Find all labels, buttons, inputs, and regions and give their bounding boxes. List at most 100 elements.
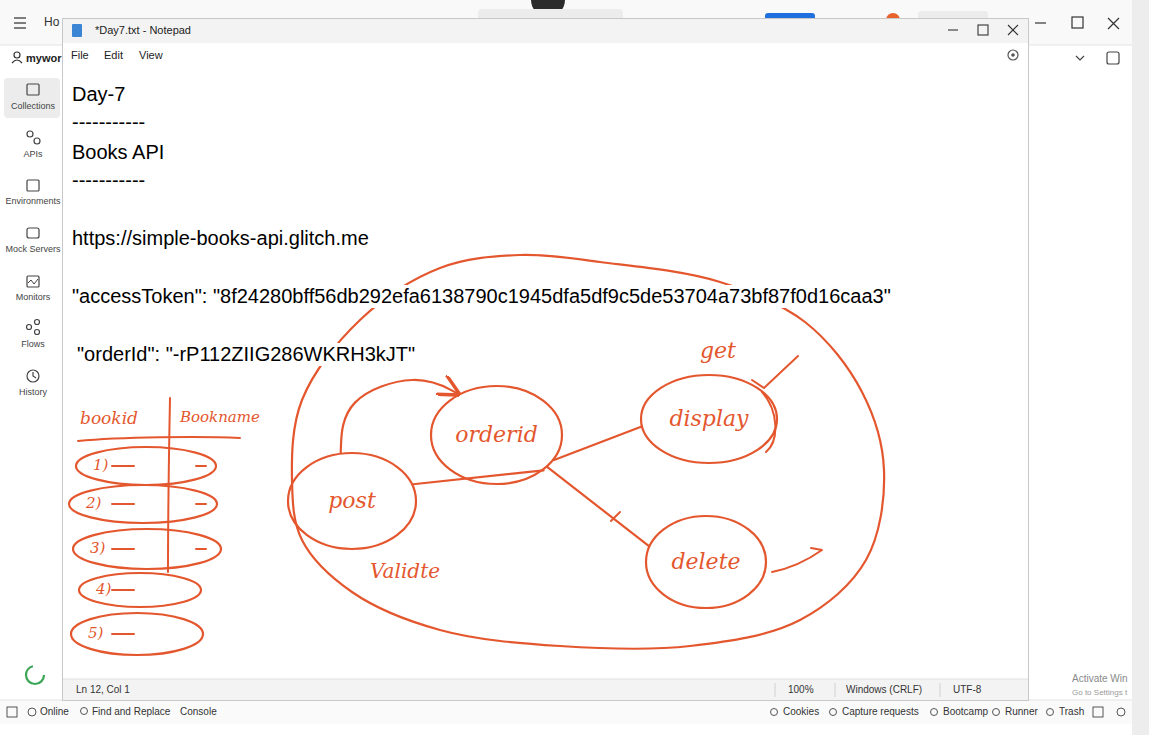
table-rule bbox=[78, 437, 240, 441]
cookies-icon bbox=[771, 709, 778, 716]
flows-icon bbox=[35, 320, 40, 325]
table-row-oval: 1) bbox=[75, 446, 217, 486]
process-region: Validte post orderid get display delete bbox=[290, 250, 885, 648]
menu-item: View bbox=[139, 49, 163, 62]
oval-outline bbox=[73, 529, 221, 569]
note-line: https://simple-books-api.glitch.me bbox=[72, 227, 369, 250]
status-text: 100% bbox=[788, 684, 814, 696]
flow-connector bbox=[341, 380, 459, 453]
capture-icon bbox=[830, 709, 837, 716]
sidebar-label: Environments bbox=[5, 196, 60, 206]
settings-gear bbox=[1011, 53, 1015, 57]
note-line: ----------- bbox=[72, 169, 145, 192]
sidebar-label: Collections bbox=[11, 101, 55, 111]
sidebar-label: APIs bbox=[23, 149, 42, 159]
handwritten-header: bookid bbox=[80, 409, 138, 429]
region-outline bbox=[292, 255, 884, 649]
note-line: Books API bbox=[72, 141, 164, 164]
footer-item: Console bbox=[180, 706, 217, 718]
watermark: Go to Settings t bbox=[1072, 688, 1127, 697]
notepad-icon bbox=[72, 24, 82, 37]
footer-item: Online bbox=[40, 706, 69, 718]
note-line: ----------- bbox=[72, 111, 145, 134]
top-bar bbox=[0, 0, 1132, 45]
handwritten-header: Bookname bbox=[180, 409, 260, 426]
monitors-icon bbox=[27, 276, 39, 287]
step-label: post bbox=[328, 488, 375, 513]
menu-item: Edit bbox=[104, 49, 123, 62]
minimize-icon bbox=[948, 29, 958, 30]
menu-icon bbox=[14, 18, 26, 28]
footer-item: Runner bbox=[1005, 706, 1038, 718]
window-title: *Day7.txt - Notepad bbox=[95, 24, 191, 37]
sidebar-label: Flows bbox=[21, 339, 45, 349]
cell-dash bbox=[112, 466, 134, 634]
step-label: display bbox=[669, 406, 748, 431]
flow-connector bbox=[554, 427, 641, 460]
workspace-name: mywor bbox=[26, 52, 61, 65]
footer-item: Trash bbox=[1059, 706, 1084, 718]
tab-title: Ho bbox=[44, 16, 59, 30]
help-icon bbox=[1117, 708, 1125, 716]
person-icon bbox=[12, 60, 22, 63]
settings-gear bbox=[1008, 50, 1018, 60]
search-icon bbox=[81, 708, 88, 715]
close-icon bbox=[1008, 25, 1018, 35]
oval-outline bbox=[79, 573, 201, 607]
monitors-icon bbox=[28, 279, 38, 284]
collections-icon bbox=[27, 84, 39, 95]
apis-icon bbox=[27, 131, 33, 137]
row-number: 3) bbox=[90, 540, 105, 557]
flows-icon bbox=[27, 325, 32, 330]
row-number: 1) bbox=[93, 457, 108, 474]
step-circle: orderid bbox=[430, 385, 563, 485]
row-number: 5) bbox=[88, 625, 103, 642]
maximize-icon bbox=[978, 25, 988, 35]
row-number: 2) bbox=[86, 495, 101, 512]
dropdown-chevron bbox=[1076, 56, 1084, 60]
loading-spinner bbox=[26, 666, 44, 684]
region-note: Validte bbox=[370, 560, 440, 583]
step-circle: get display bbox=[640, 338, 778, 464]
status-text: UTF-8 bbox=[953, 684, 981, 696]
sidebar-label: Mock Servers bbox=[5, 244, 60, 254]
notepad-status-bar bbox=[63, 679, 1028, 700]
history-icon bbox=[33, 372, 36, 378]
check-mark bbox=[772, 548, 822, 572]
status-border bbox=[63, 679, 1028, 680]
notepad-title-bar bbox=[63, 19, 1028, 43]
step-circle: delete bbox=[645, 515, 767, 609]
table-row-oval: 2) bbox=[68, 484, 218, 524]
pen-mark bbox=[611, 512, 620, 521]
close-icon bbox=[1108, 18, 1119, 29]
table-row-oval: 5) bbox=[70, 612, 204, 656]
flows-icon bbox=[35, 330, 40, 335]
footer-icon bbox=[7, 707, 17, 717]
online-icon bbox=[28, 708, 36, 716]
environments-icon bbox=[27, 180, 39, 191]
oval-outline bbox=[646, 516, 766, 608]
sidebar-highlight bbox=[4, 78, 60, 118]
status-separator bbox=[775, 683, 940, 697]
trash-icon bbox=[1047, 709, 1054, 716]
footer-item: Capture requests bbox=[842, 706, 919, 718]
minimize-icon bbox=[1035, 22, 1046, 23]
panel-icon bbox=[1107, 52, 1119, 64]
desktop-strip bbox=[1132, 0, 1149, 735]
oval-outline bbox=[641, 375, 777, 463]
step-label: get bbox=[700, 338, 736, 363]
maximize-icon bbox=[1072, 17, 1083, 28]
oval-outline bbox=[71, 613, 203, 655]
runner-icon bbox=[993, 709, 1000, 716]
watermark: Activate Win bbox=[1072, 673, 1128, 685]
sidebar-label: History bbox=[19, 387, 47, 397]
region-outline bbox=[290, 250, 885, 648]
check-mark bbox=[752, 356, 798, 388]
menu-item: File bbox=[71, 49, 89, 62]
footer-icon bbox=[1093, 707, 1103, 717]
row-number: 4) bbox=[96, 581, 111, 598]
person-icon bbox=[14, 52, 20, 58]
history-icon bbox=[27, 370, 39, 382]
